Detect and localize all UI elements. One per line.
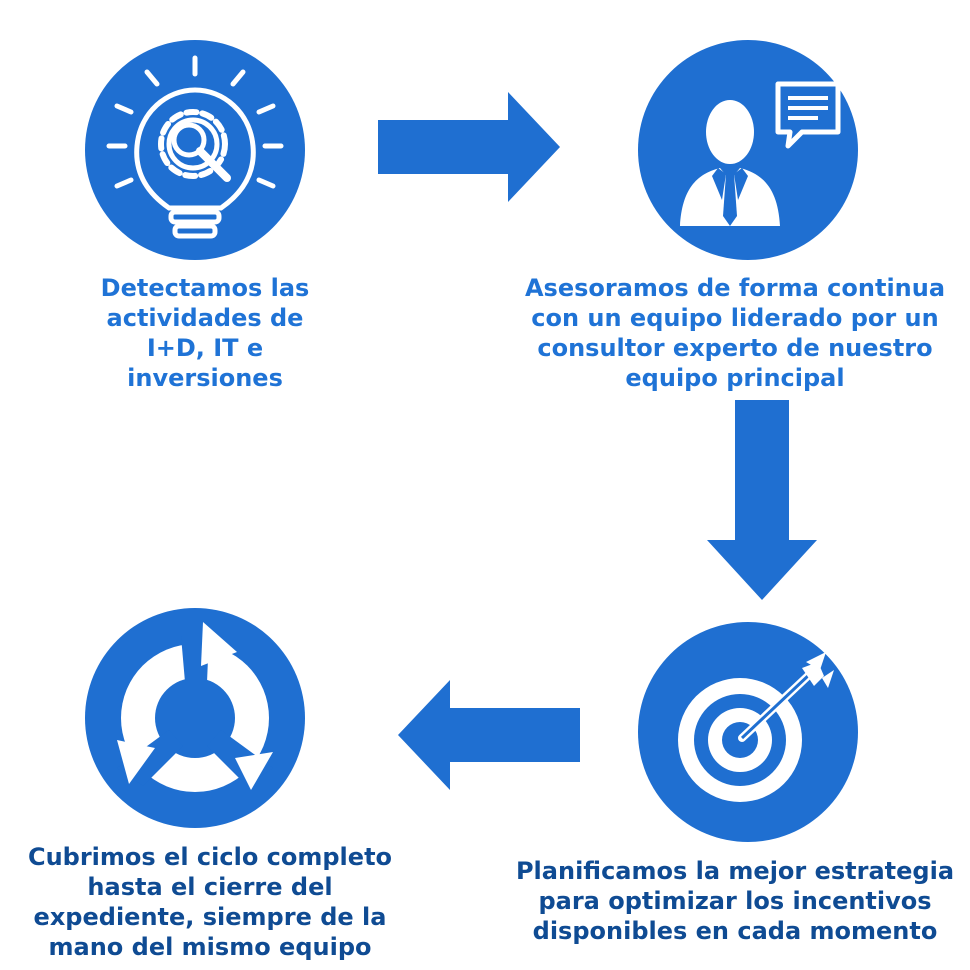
arrow-left-icon — [398, 680, 580, 790]
step-2-circle — [638, 40, 858, 260]
step-2-caption: Asesoramos de forma continua con un equi… — [524, 274, 946, 392]
target-arrow-icon — [678, 652, 834, 802]
cycle-arrows-icon — [117, 622, 273, 792]
arrow-down-icon — [707, 400, 817, 600]
step-1-circle — [85, 40, 305, 260]
step-4-caption: Cubrimos el ciclo completo hasta el cier… — [27, 843, 393, 961]
lightbulb-gear-search-icon — [106, 55, 284, 239]
step-4-circle — [85, 608, 305, 828]
step-3-caption: Planificamos la mejor estrategia para op… — [515, 857, 955, 945]
arrow-right-icon — [378, 92, 560, 202]
step-1-caption: Detectamos las actividades de I+D, IT e … — [100, 274, 310, 392]
step-3-circle — [638, 622, 858, 842]
consultant-speech-bubble-icon — [680, 81, 841, 226]
